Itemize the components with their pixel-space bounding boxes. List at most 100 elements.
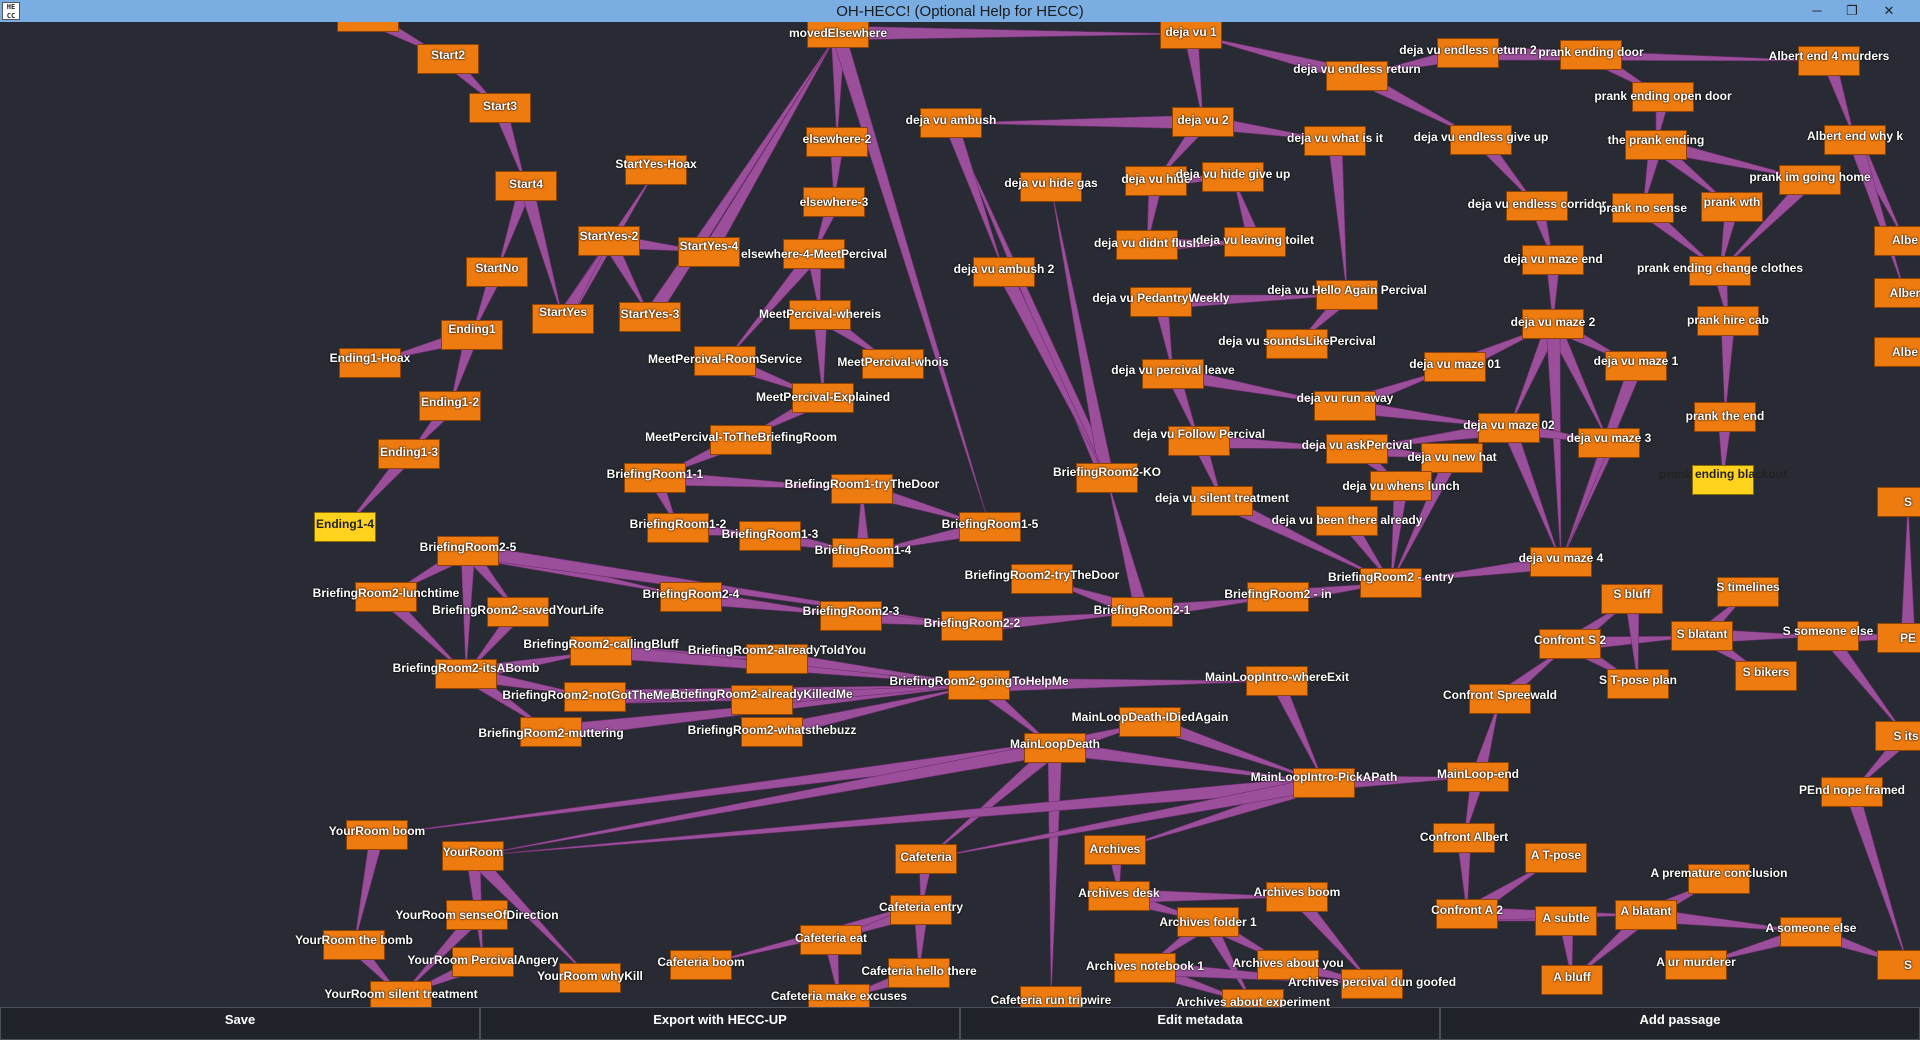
passage-node-label[interactable]: BriefingRoom2-whatsthebuzz (687, 723, 857, 737)
passage-node-label[interactable]: Archives about you (1232, 956, 1344, 970)
passage-node-label[interactable]: Albert end why k (1806, 129, 1904, 143)
passage-node[interactable] (417, 44, 479, 74)
passage-node[interactable] (1478, 413, 1540, 443)
passage-node-label[interactable]: BriefingRoom2-tryTheDoor (964, 568, 1120, 582)
passage-node-label[interactable]: deja vu maze 4 (1518, 551, 1604, 565)
passage-node[interactable] (452, 947, 514, 977)
passage-node[interactable] (1202, 162, 1264, 192)
passage-node-label[interactable]: deja vu leaving toilet (1195, 233, 1315, 247)
passage-node[interactable] (1874, 337, 1920, 367)
passage-node[interactable] (1522, 245, 1584, 275)
passage-node[interactable] (1447, 762, 1509, 792)
passage-node-label[interactable]: Confront A 2 (1431, 903, 1503, 917)
passage-node-label[interactable]: StartYes-2 (579, 229, 639, 243)
passage-node-label[interactable]: YourRoom the bomb (295, 933, 413, 947)
passage-node[interactable] (1437, 38, 1499, 68)
passage-node[interactable] (895, 844, 957, 874)
passage-node-label[interactable]: Archives folder 1 (1159, 915, 1257, 929)
passage-node-label[interactable]: Albert end 4 murders (1768, 49, 1890, 63)
passage-node[interactable] (1632, 82, 1694, 112)
passage-node[interactable] (746, 644, 808, 674)
passage-node-label[interactable]: deja vu PedantryWeekly (1092, 291, 1230, 305)
passage-node[interactable] (1874, 226, 1920, 256)
passage-node-label[interactable]: Archives (1089, 842, 1141, 856)
passage-node[interactable] (731, 685, 793, 715)
passage-node-label[interactable]: Alber (1889, 286, 1920, 300)
passage-node-label[interactable]: elsewhere-3 (799, 195, 869, 209)
maximize-icon[interactable]: ❐ (1846, 3, 1858, 18)
passage-node[interactable] (314, 512, 376, 542)
passage-node-label[interactable]: deja vu endless return 2 (1399, 43, 1537, 57)
passage-node-label[interactable]: BriefingRoom2-3 (802, 604, 900, 618)
passage-node-label[interactable]: Cafeteria hello there (861, 964, 977, 978)
passage-node[interactable] (1088, 881, 1150, 911)
passage-node-label[interactable]: prank ending door (1538, 45, 1644, 59)
passage-node[interactable] (1607, 669, 1669, 699)
passage-node[interactable] (1433, 823, 1495, 853)
passage-node[interactable] (1177, 907, 1239, 937)
passage-node-label[interactable]: Albe (1891, 345, 1919, 359)
passage-node[interactable] (1689, 256, 1751, 286)
passage-node-label[interactable]: BriefingRoom2 - in (1224, 587, 1332, 601)
passage-node[interactable] (1257, 950, 1319, 980)
passage-node-label[interactable]: Ending1 (448, 322, 496, 336)
passage-node[interactable] (624, 463, 686, 493)
passage-node[interactable] (1612, 193, 1674, 223)
passage-node[interactable] (941, 611, 1003, 641)
passage-node[interactable] (1266, 882, 1328, 912)
passage-node-label[interactable]: StartYes-Hoax (615, 157, 697, 171)
passage-node[interactable] (337, 22, 399, 32)
passage-node-label[interactable]: BriefingRoom2-alreadyToldYou (687, 643, 867, 657)
passage-node[interactable] (803, 187, 865, 217)
passage-node[interactable] (495, 171, 557, 201)
passage-node[interactable] (1735, 661, 1797, 691)
passage-node[interactable] (1011, 564, 1073, 594)
passage-node-label[interactable]: MeetPercival-Explained (755, 390, 891, 404)
passage-node-label[interactable]: MeetPercival-whois (837, 355, 949, 369)
passage-node-label[interactable]: Cafeteria make excuses (770, 989, 908, 1003)
passage-node-label[interactable]: MeetPercival-RoomService (647, 352, 803, 366)
passage-node-label[interactable]: BriefingRoom1-5 (941, 517, 1039, 531)
passage-node-label[interactable]: Archives about experiment (1175, 995, 1331, 1007)
passage-node[interactable] (1601, 584, 1663, 614)
passage-node-label[interactable]: A someone else (1765, 921, 1857, 935)
passage-node[interactable] (973, 257, 1035, 287)
passage-node-label[interactable]: deja vu hide gas (1004, 176, 1098, 190)
passage-node[interactable] (1697, 306, 1759, 336)
passage-node[interactable] (1694, 402, 1756, 432)
passage-node[interactable] (1172, 107, 1234, 137)
passage-node-label[interactable]: BriefingRoom1-tryTheDoor (784, 477, 940, 491)
passage-node[interactable] (378, 439, 440, 469)
passage-node[interactable] (1116, 230, 1178, 260)
passage-node[interactable] (888, 958, 950, 988)
passage-node[interactable] (1779, 165, 1841, 195)
passage-node-label[interactable]: elsewhere-4-MeetPercival (740, 247, 888, 261)
passage-node-label[interactable]: YourRoom silent treatment (324, 987, 478, 1001)
passage-node[interactable] (1506, 191, 1568, 221)
passage-node-label[interactable]: StartYes-4 (679, 239, 739, 253)
passage-node-label[interactable]: prank hire cab (1686, 313, 1770, 327)
passage-node[interactable] (1142, 359, 1204, 389)
passage-node[interactable] (831, 474, 893, 504)
passage-node-label[interactable]: BriefingRoom2-5 (419, 540, 517, 554)
passage-node-label[interactable]: deja vu hide (1121, 172, 1191, 186)
passage-node[interactable] (1370, 471, 1432, 501)
passage-node[interactable] (1560, 40, 1622, 70)
passage-node[interactable] (1877, 487, 1920, 517)
passage-node-label[interactable]: MainLoopDeath-IDiedAgain (1071, 710, 1229, 724)
passage-node[interactable] (1717, 577, 1779, 607)
passage-node-label[interactable]: deja vu maze 01 (1409, 357, 1501, 371)
passage-node-label[interactable]: BriefingRoom2-callingBluff (523, 637, 679, 651)
passage-node-label[interactable]: deja vu didnt flush (1093, 236, 1201, 250)
passage-node-label[interactable]: Start3 (482, 99, 518, 113)
passage-node-label[interactable]: S bikers (1742, 665, 1790, 679)
passage-node[interactable] (466, 257, 528, 287)
passage-node-label[interactable]: PEnd nope framed (1798, 783, 1906, 797)
close-icon[interactable]: ✕ (1883, 3, 1895, 18)
passage-node-label[interactable]: BriefingRoom2-alreadyKilledMe (671, 687, 853, 701)
passage-node[interactable] (1341, 969, 1403, 999)
passage-node[interactable] (1625, 130, 1687, 160)
passage-node[interactable] (1877, 623, 1920, 653)
passage-node[interactable] (1326, 434, 1388, 464)
passage-node[interactable] (1424, 352, 1486, 382)
